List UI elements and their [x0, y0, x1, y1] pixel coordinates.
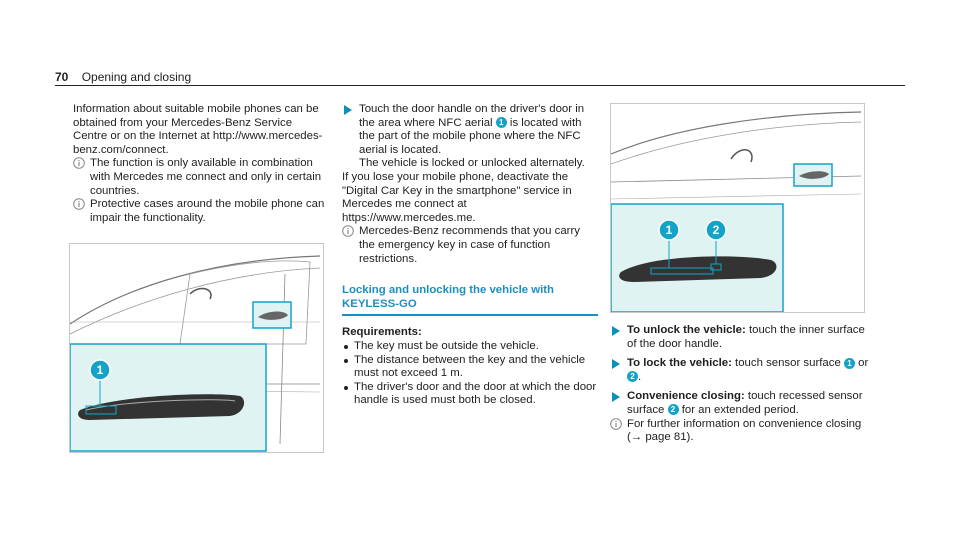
note-protective-cases: Protective cases around the mobile phone… [73, 198, 325, 225]
callout-badge: 1 [843, 357, 855, 369]
step-unlock: To unlock the vehicle: touch the inner s… [610, 324, 870, 351]
note-further-info: For further information on convenience c… [610, 418, 870, 445]
list-item: The key must be outside the vehicle. [342, 340, 598, 354]
step-arrow-icon [612, 359, 620, 370]
info-icon [342, 225, 354, 238]
callout-badge: 2 [627, 371, 638, 383]
door-handle-illustration-2: 1 2 [610, 103, 865, 313]
callout-1: 1 [97, 363, 104, 377]
requirements-title: Requirements: [342, 326, 422, 339]
callout-2: 2 [713, 223, 720, 237]
callout-1: 1 [666, 223, 673, 237]
step-convenience-closing: Convenience closing: touch recessed sens… [610, 390, 870, 417]
intro-paragraph: Information about suitable mobile phones… [73, 103, 323, 156]
step-lock: To lock the vehicle: touch sensor surfac… [610, 357, 870, 384]
door-handle-illustration-1: 1 [69, 243, 324, 453]
note-emergency-key: Mercedes-Benz recommends that you carry … [342, 225, 598, 266]
column-right: To unlock the vehicle: touch the inner s… [610, 324, 870, 445]
list-item: The distance between the key and the veh… [342, 354, 598, 381]
step-arrow-icon [612, 326, 620, 336]
page-number: 70 [55, 70, 69, 84]
section-heading: Locking and unlocking the vehicle with K… [342, 284, 555, 310]
callout-badge: 1 [495, 117, 507, 129]
section-title: Opening and closing [81, 70, 192, 84]
lost-phone-paragraph: If you lose your mobile phone, deactivat… [342, 170, 572, 224]
header-divider [55, 85, 905, 86]
callout-badge: 2 [667, 404, 679, 416]
column-middle: Touch the door handle on the driver's do… [342, 103, 598, 408]
step-arrow-icon [612, 392, 620, 403]
step-arrow-icon [344, 105, 352, 115]
note-availability: The function is only available in combin… [73, 157, 325, 198]
list-item: The driver's door and the door at which … [342, 381, 598, 408]
heading-underline [342, 314, 598, 317]
step-touch-handle: Touch the door handle on the driver's do… [342, 103, 598, 171]
column-left: Information about suitable mobile phones… [73, 103, 325, 225]
info-icon [610, 417, 622, 430]
info-icon [73, 198, 85, 210]
info-icon [73, 157, 85, 170]
